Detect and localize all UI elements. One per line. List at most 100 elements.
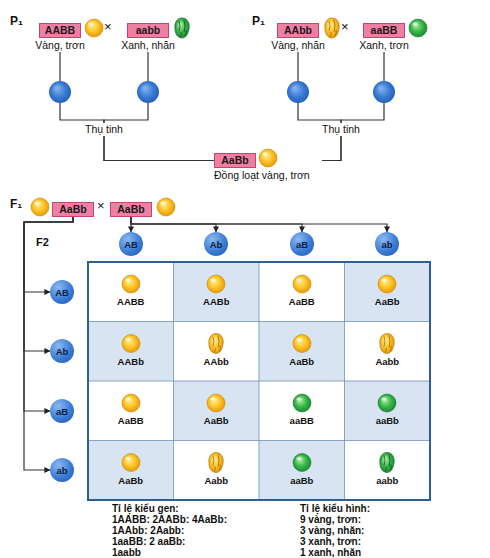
cell-genotype: AaBb [181, 415, 251, 426]
ratio-text: Tỉ lệ kiểu gen: [112, 503, 179, 514]
pea-symbol [157, 198, 175, 216]
generation-label: F₁ [10, 197, 22, 211]
pea-symbol [293, 275, 311, 293]
grid-cell [345, 381, 431, 441]
ratio-text: 3 xanh, trơn: [300, 536, 361, 547]
cell-genotype: AABb [96, 356, 166, 367]
genotype-text: AABB [39, 23, 81, 38]
pea-symbol [207, 275, 225, 293]
gamete-circle: aB [290, 232, 314, 256]
pea-symbol [293, 394, 311, 412]
grid-cell [345, 262, 431, 322]
pea-symbol [409, 19, 427, 37]
ratio-text: 1 xanh, nhăn [300, 547, 361, 558]
pea-symbol [85, 19, 103, 37]
pea-symbol [380, 334, 394, 354]
grid-cell [174, 441, 260, 501]
pea-symbol [207, 394, 225, 412]
connector-line [24, 217, 73, 351]
cell-genotype: AaBB [96, 415, 166, 426]
phenotype-label: Xanh, nhăn [120, 39, 176, 52]
genotype-text: AaBb [110, 202, 152, 217]
ratio-text: 9 vàng, trơn: [300, 514, 361, 525]
grid-cell [88, 441, 174, 501]
grid-cell [259, 262, 345, 322]
gamete-circle: aB [50, 399, 74, 423]
pea-symbol [122, 275, 140, 293]
cross-sign: × [97, 198, 105, 213]
genotype-text: AaBb [214, 153, 256, 168]
cell-genotype: aaBb [352, 415, 422, 426]
pea-symbol [175, 18, 189, 38]
connector-line [322, 52, 384, 161]
phenotype-label: Đồng loạt vàng, trơn [214, 169, 322, 182]
generation-label: P₁ [252, 14, 265, 28]
cell-genotype: Aabb [352, 356, 422, 367]
pea-symbol [122, 335, 140, 353]
connector-line [298, 52, 341, 161]
gamete-circle: ab [375, 232, 399, 256]
process-label: Thụ tinh [313, 123, 369, 136]
process-label: Thụ tinh [76, 123, 132, 136]
cell-genotype: aaBB [267, 415, 337, 426]
cell-genotype: AaBB [267, 296, 337, 307]
genotype-text: aabb [127, 23, 169, 38]
genotype-box: AaBb [110, 199, 152, 217]
gamete-circle [287, 81, 309, 103]
grid-cell [259, 441, 345, 501]
ratio-text: 1AABB: 2AABb: 4AaBb: [112, 514, 227, 525]
genotype-box: aabbXanh, nhăn [120, 20, 176, 52]
genotype-text: aaBB [363, 23, 405, 38]
pea-symbol [293, 454, 311, 472]
grid-cell [345, 322, 431, 382]
cell-genotype: AABB [96, 296, 166, 307]
ratio-text: 1aabb [112, 547, 141, 558]
genotype-box: AABBVàng, trơn [32, 20, 88, 52]
gamete-circle: ab [50, 458, 74, 482]
gamete-circle [137, 81, 159, 103]
grid-cell [345, 441, 431, 501]
gamete-text: ab [381, 239, 392, 250]
grid-cell [174, 322, 260, 382]
gamete-circle: AB [119, 232, 143, 256]
genotype-box: AaBbĐồng loạt vàng, trơn [214, 150, 322, 182]
grid-cell [259, 322, 345, 382]
genotype-text: AAbb [277, 23, 319, 38]
genotype-box: AaBb [52, 199, 94, 217]
connector-line [24, 217, 73, 470]
phenotype-label: Vàng, trơn [32, 39, 88, 52]
ratio-text: 1aaBB: 2 aaBb: [112, 536, 185, 547]
pea-symbol [209, 453, 223, 473]
generation-label: F2 [36, 236, 49, 248]
pea-symbol [209, 334, 223, 354]
pea-symbol [380, 453, 394, 473]
gamete-text: AB [55, 287, 69, 298]
gamete-text: Ab [56, 346, 69, 357]
connector-line [104, 52, 214, 161]
generation-label: P₁ [10, 14, 23, 28]
grid-lines [88, 262, 430, 500]
pea-symbol [325, 18, 339, 38]
grid-cell [88, 262, 174, 322]
pea-symbol [31, 198, 49, 216]
cell-genotype: AaBb [96, 475, 166, 486]
ratio-text: 3 vàng, nhăn: [300, 525, 364, 536]
pea-symbol [122, 454, 140, 472]
gamete-text: aB [56, 406, 68, 417]
gamete-circle [49, 81, 71, 103]
gamete-text: aB [296, 239, 308, 250]
gamete-text: AB [124, 239, 138, 250]
gamete-circle: AB [50, 280, 74, 304]
connector-line [24, 217, 73, 292]
gamete-circle: Ab [204, 232, 228, 256]
grid-cell [88, 381, 174, 441]
pea-symbol [378, 275, 396, 293]
grid-border [88, 262, 430, 500]
connector-line [131, 217, 387, 232]
genotype-text: AaBb [52, 202, 94, 217]
pea-symbol [122, 394, 140, 412]
ratio-text: Tỉ lệ kiểu hình: [300, 503, 370, 514]
cell-genotype: AABb [181, 296, 251, 307]
pea-symbol [259, 149, 277, 167]
